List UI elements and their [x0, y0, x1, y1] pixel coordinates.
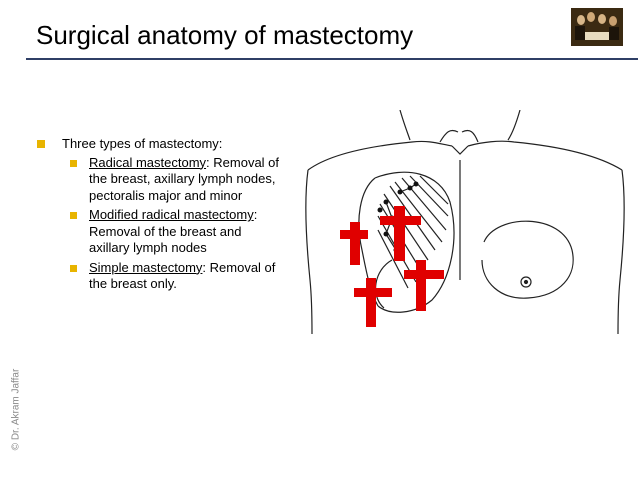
title-divider — [26, 58, 638, 60]
bullet-list: Three types of mastectomy: Radical maste… — [34, 136, 284, 296]
term-link[interactable]: Radical mastectomy — [89, 154, 207, 170]
term-link[interactable]: Modified radical mastectomy — [89, 207, 254, 222]
list-item: Simple mastectomy: Removal of the breast… — [70, 260, 284, 293]
bullet-icon — [70, 264, 77, 272]
list-item: Radical mastectomy: Removal of the breas… — [70, 155, 284, 205]
chest-mastectomy-diagram — [305, 110, 625, 334]
page-title: Surgical anatomy of mastectomy — [36, 20, 414, 50]
painting-thumbnail-icon — [571, 8, 623, 46]
term-description: : Removal of the breast and axillary lym… — [89, 207, 258, 255]
sub-list: Radical mastectomy: Removal of the breas… — [70, 155, 284, 293]
term-description: : Removal of the breast only. — [89, 259, 276, 292]
term-link[interactable]: Simple mastectomy — [89, 259, 203, 275]
red-cross-icon — [340, 206, 444, 327]
list-item: Three types of mastectomy: — [34, 136, 284, 153]
bullet-icon — [37, 140, 45, 148]
intro-text: Three types of mastectomy: — [62, 136, 223, 151]
term-description: : Removal of the breast, axillary lymph … — [89, 154, 280, 203]
list-item: Modified radical mastectomy: Removal of … — [70, 207, 284, 257]
bullet-icon — [70, 212, 77, 219]
watermark: © Dr. Akram Jaffar — [10, 368, 22, 451]
bullet-icon — [70, 159, 77, 167]
